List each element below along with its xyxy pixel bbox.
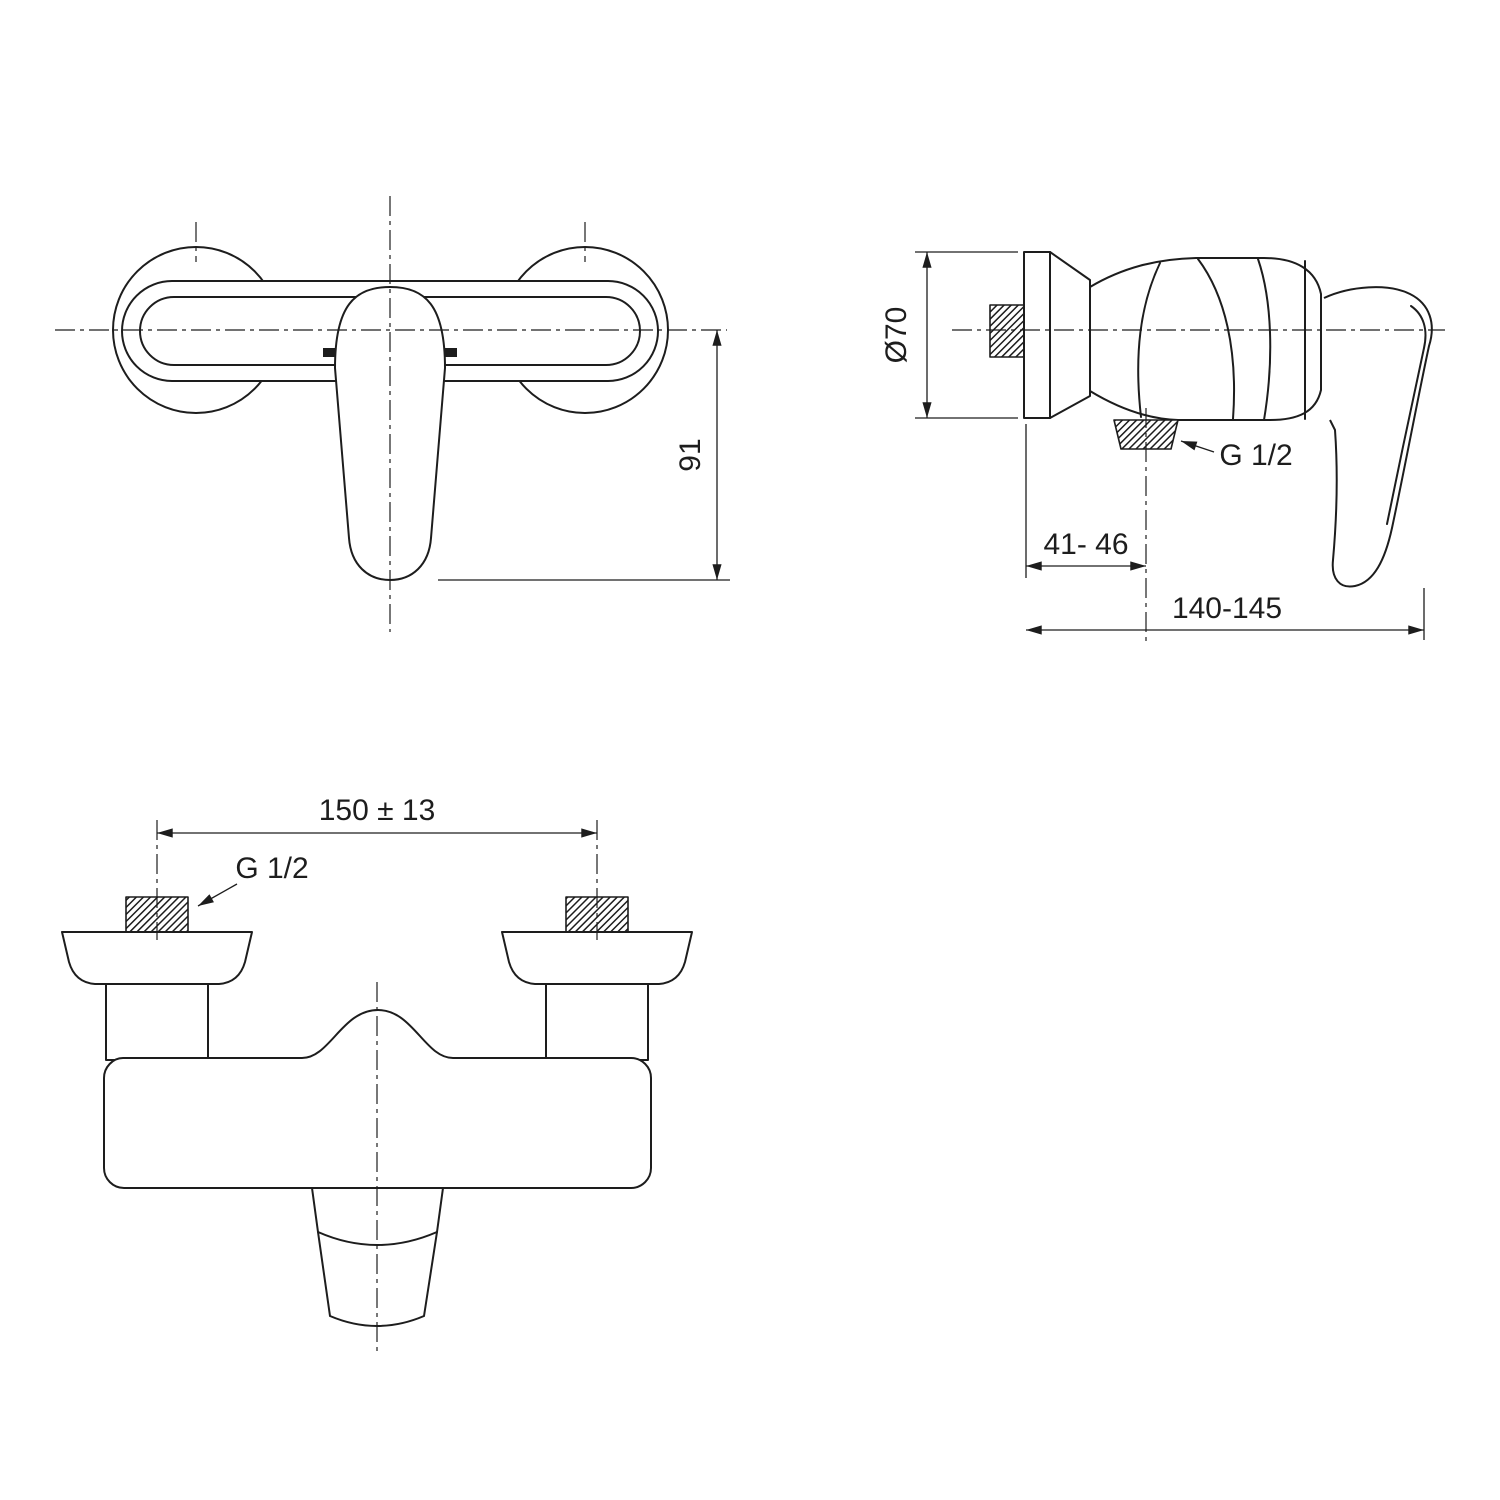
side-wall-hex-fitting	[989, 304, 1025, 358]
front-handle-pin-right	[444, 348, 457, 357]
bottom-thread-label: G 1/2	[235, 852, 308, 885]
dim-depth-label: 140-145	[1172, 592, 1282, 625]
front-handle-pin-left	[323, 348, 336, 357]
bottom-thread-leader	[197, 883, 238, 907]
bottom-left-column	[105, 983, 209, 1061]
dim-spacing-label: 150 ± 13	[319, 794, 436, 827]
side-body-contours	[1137, 258, 1306, 421]
bottom-left-flange	[61, 931, 253, 985]
dim-diameter-label: Ø70	[880, 307, 913, 364]
bottom-right-flange	[501, 931, 693, 985]
side-body	[1089, 257, 1322, 421]
side-view-group: Ø70 41- 46 140-145 G 1/2	[880, 251, 1445, 645]
dim-91-label: 91	[674, 438, 707, 471]
bottom-view-group: 150 ± 13 G 1/2	[61, 794, 693, 1352]
side-handle-accent	[1386, 305, 1427, 525]
side-handle	[1323, 286, 1433, 588]
side-escutcheon	[1023, 251, 1091, 419]
dim-wall-label: 41- 46	[1043, 528, 1128, 561]
bottom-outlet-neck	[311, 1187, 444, 1233]
front-view-group: 91	[55, 196, 730, 632]
bottom-right-column	[545, 983, 649, 1061]
side-thread-label: G 1/2	[1219, 439, 1292, 472]
dim-diameter-extensions	[915, 251, 1018, 419]
side-thread-leader	[1180, 440, 1215, 453]
